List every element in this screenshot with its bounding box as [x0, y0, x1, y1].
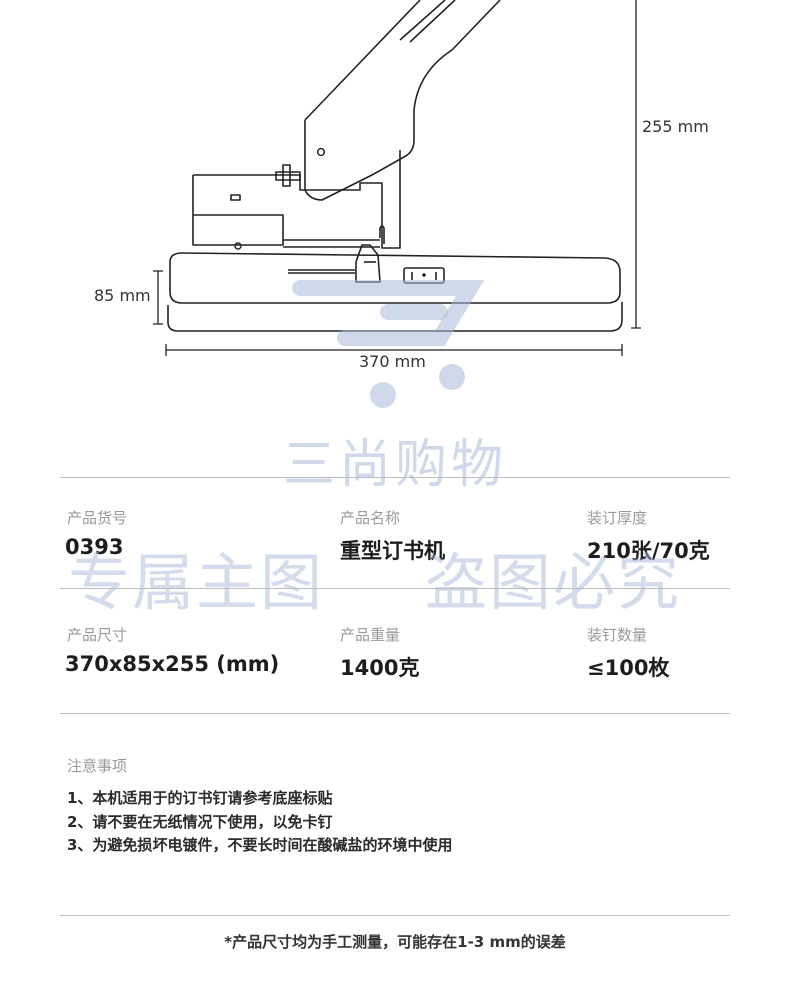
spec-label-binding-thickness: 装订厚度 [587, 509, 648, 527]
height-dimension: 255 mm [642, 117, 709, 136]
stapler-body [192, 175, 284, 246]
notes-title: 注意事项 [67, 757, 128, 775]
spec-label-product-name: 产品名称 [340, 509, 401, 527]
watermark-logo [292, 280, 485, 346]
stapler-diagram [153, 0, 641, 408]
pusher-clip [355, 244, 381, 283]
base-height-dim-line [153, 270, 163, 325]
measurement-footnote: *产品尺寸均为手工测量，可能存在1-3 mm的误差 [224, 933, 566, 951]
stapler-base [169, 252, 621, 304]
height-dim-line [631, 0, 641, 329]
stapler-arm [304, 0, 501, 201]
spec-value-dimensions: 370x85x255 (mm) [65, 652, 280, 676]
divider-bottom [60, 713, 730, 714]
notes-list: 1、本机适用于的订书钉请参考底座标贴 2、请不要在无纸情况下使用，以免卡钉 3、… [67, 787, 452, 858]
divider-top [60, 477, 730, 478]
arm-pivot [316, 147, 326, 157]
spec-value-staple-count: ≤100枚 [587, 656, 670, 680]
exclusive-watermark: 专属主图 [68, 546, 325, 619]
note-item: 1、本机适用于的订书钉请参考底座标贴 [67, 789, 333, 807]
base-height-dimension: 85 mm [94, 286, 151, 305]
spec-value-item-no: 0393 [65, 535, 124, 559]
spec-label-dimensions: 产品尺寸 [67, 626, 128, 644]
divider-middle [60, 588, 730, 589]
shop-watermark: 三尚购物 [282, 435, 507, 495]
spec-label-weight: 产品重量 [340, 626, 401, 644]
magazine-slot [230, 194, 241, 201]
length-dim-line [165, 344, 623, 356]
spec-value-product-name: 重型订书机 [340, 539, 445, 563]
spec-label-staple-count: 装钉数量 [587, 626, 648, 644]
body-pivot [234, 242, 242, 250]
note-item: 2、请不要在无纸情况下使用，以免卡钉 [67, 812, 333, 831]
spec-value-weight: 1400克 [340, 656, 420, 680]
note-item: 3、为避免损坏电镀件，不要长时间在酸碱盐的环境中使用 [67, 836, 453, 854]
anti-theft-watermark: 盗图必究 [425, 546, 682, 619]
spec-value-binding-thickness: 210张/70克 [587, 539, 710, 563]
divider-footer [60, 915, 730, 916]
spec-label-item-no: 产品货号 [67, 509, 128, 527]
length-dimension: 370 mm [359, 352, 426, 371]
